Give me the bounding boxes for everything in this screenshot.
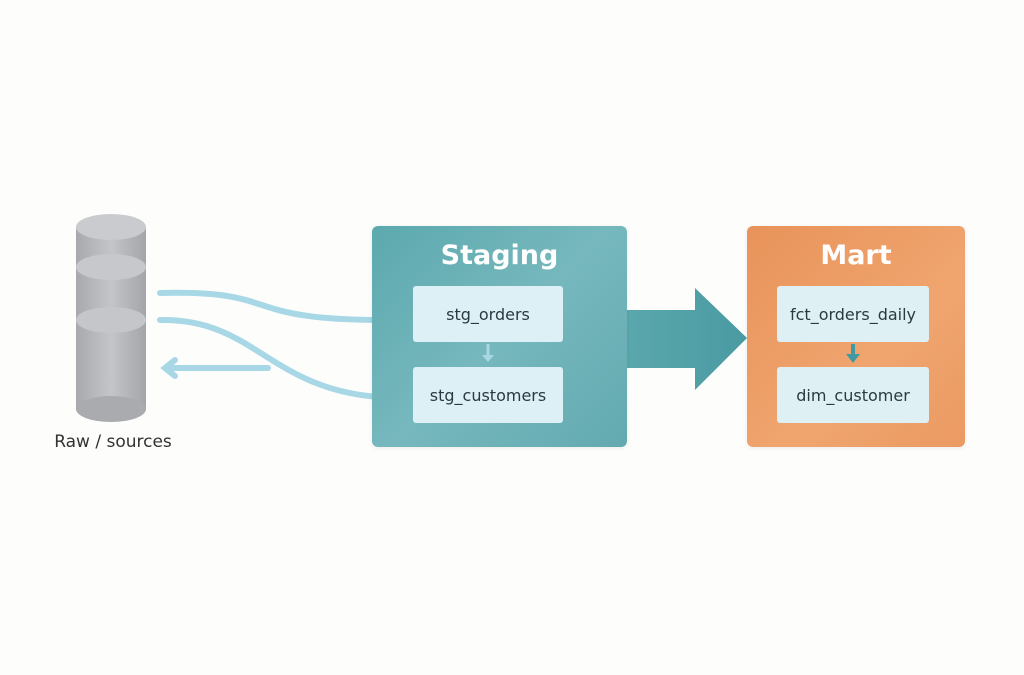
flow-arrow-back-to-sources: [160, 357, 271, 379]
mart-layer[interactable]: Mart fct_orders_daily dim_customer: [747, 226, 965, 447]
model-stg-customers[interactable]: stg_customers: [413, 367, 563, 423]
database-icon: [76, 214, 146, 422]
mart-internal-arrow: [846, 344, 860, 363]
stg-internal-arrow: [482, 344, 494, 362]
sources-label: Raw / sources: [54, 432, 172, 452]
staging-layer[interactable]: Staging stg_orders stg_customers: [372, 226, 627, 447]
staging-title: Staging: [440, 240, 559, 271]
model-fct-orders-daily[interactable]: fct_orders_daily: [777, 286, 929, 342]
staging-to-mart-arrow: [627, 288, 747, 390]
model-stg-orders[interactable]: stg_orders: [413, 286, 563, 342]
model-dim-customer[interactable]: dim_customer: [777, 367, 929, 423]
flow-arrow-to-stg-customers: [157, 316, 409, 409]
mart-title: Mart: [820, 240, 892, 271]
